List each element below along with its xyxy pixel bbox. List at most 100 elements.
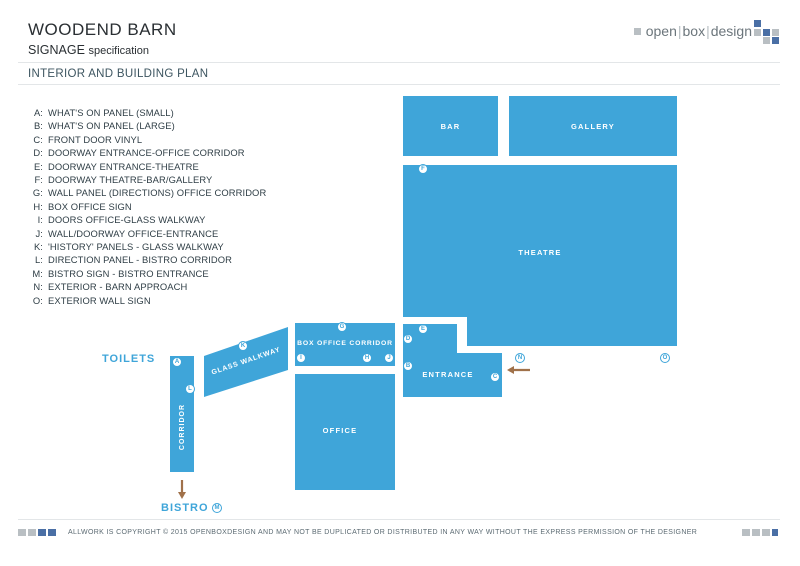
room-theatre-label: THEATRE	[518, 247, 562, 257]
toilets-label: TOILETS	[102, 353, 156, 365]
footer-square-icon	[18, 529, 26, 536]
room-theatre-label-box: THEATRE	[403, 232, 677, 272]
legend-key: B:	[33, 120, 43, 132]
legend-key: I:	[37, 214, 43, 226]
legend-item: J: WALL/DOORWAY OFFICE-ENTRANCE	[28, 227, 266, 240]
legend-text: DOORS OFFICE-GLASS WALKWAY	[48, 214, 206, 226]
legend-key: G:	[32, 187, 43, 199]
legend-item: E: DOORWAY ENTRANCE-THEATRE	[28, 160, 266, 173]
legend-key: K:	[33, 241, 43, 253]
legend-key: O:	[32, 294, 43, 306]
sign-marker-b[interactable]: B	[403, 361, 413, 371]
legend-item: D: DOORWAY ENTRANCE-OFFICE CORRIDOR	[28, 146, 266, 159]
legend-item: K: 'HISTORY' PANELS - GLASS WALKWAY	[28, 240, 266, 253]
legend-key: E:	[33, 160, 43, 172]
brand-separator: |	[677, 23, 682, 39]
sign-marker-n[interactable]: N	[515, 353, 525, 363]
header-divider	[18, 62, 780, 63]
bistro-label: BISTRO	[161, 502, 209, 514]
sign-marker-f[interactable]: F	[418, 164, 428, 174]
legend-item: G: WALL PANEL (DIRECTIONS) OFFICE CORRIDO…	[28, 186, 266, 199]
legend-key: A:	[33, 107, 43, 118]
sign-marker-e[interactable]: E	[418, 324, 428, 334]
legend-text: WHAT'S ON PANEL (SMALL)	[48, 107, 174, 118]
sign-marker-m[interactable]: M	[212, 503, 222, 513]
room-gallery-label: GALLERY	[571, 121, 615, 131]
legend-text: DOORWAY ENTRANCE-THEATRE	[48, 160, 199, 172]
document-title: WOODEND BARN	[28, 20, 177, 39]
legend-key: L:	[34, 254, 43, 266]
brand-separator: |	[706, 23, 710, 39]
legend-key: C:	[33, 133, 43, 145]
room-entrance: ENTRANCE	[412, 366, 484, 382]
legend-item: H: BOX OFFICE SIGN	[28, 200, 266, 213]
room-office: OFFICE	[295, 422, 385, 438]
legend-text: WALL/DOORWAY OFFICE-ENTRANCE	[48, 227, 219, 239]
legend-text: 'HISTORY' PANELS - GLASS WALKWAY	[48, 241, 224, 253]
legend-item: L: DIRECTION PANEL - BISTRO CORRIDOR	[28, 253, 266, 266]
footer-square-icon	[762, 529, 770, 536]
brand-pixel-icon	[754, 20, 779, 44]
brand-design: design	[710, 23, 752, 39]
sign-marker-g[interactable]: G	[337, 322, 347, 332]
room-office-label: OFFICE	[322, 425, 358, 435]
legend-text: DIRECTION PANEL - BISTRO CORRIDOR	[48, 254, 233, 266]
sign-marker-h[interactable]: H	[362, 353, 372, 363]
footer-square-icon	[28, 529, 36, 536]
legend-item: C: FRONT DOOR VINYL	[28, 133, 266, 146]
sign-marker-d[interactable]: D	[403, 334, 413, 344]
room-corridor-label: CORRIDOR	[178, 403, 186, 451]
footer-square-icon	[38, 529, 46, 536]
legend-item: I: DOORS OFFICE-GLASS WALKWAY	[28, 213, 266, 226]
sign-marker-j[interactable]: J	[384, 353, 394, 363]
footer-square-icon	[772, 529, 778, 536]
room-box-office-corridor-label: BOX OFFICE CORRIDOR	[297, 339, 393, 347]
sign-legend: A: WHAT'S ON PANEL (SMALL) B: WHAT'S ON PAN…	[28, 106, 266, 307]
legend-text: BOX OFFICE SIGN	[48, 200, 132, 212]
section-title: INTERIOR AND BUILDING PLAN	[28, 68, 209, 80]
legend-key: H:	[33, 200, 43, 212]
section-divider	[18, 84, 780, 85]
sign-marker-c[interactable]: C	[490, 372, 500, 382]
legend-key: M:	[32, 267, 43, 279]
sign-marker-l[interactable]: L	[185, 384, 195, 394]
brand-open: open	[645, 23, 677, 39]
legend-item: O: EXTERIOR WALL SIGN	[28, 294, 266, 307]
footer-copyright: ALLWORK IS COPYRIGHT © 2015 OPENBOXDESIG…	[68, 529, 698, 536]
room-bar: BAR	[403, 96, 498, 156]
sign-marker-a[interactable]: A	[172, 357, 182, 367]
legend-text: BISTRO SIGN - BISTRO ENTRANCE	[48, 267, 209, 279]
legend-key: D:	[33, 147, 43, 159]
subtitle-main: SIGNAGE	[28, 43, 85, 57]
brand-square-icon	[633, 27, 641, 35]
brand-logo: open | box | design	[633, 23, 752, 39]
sign-marker-k[interactable]: K	[238, 341, 248, 351]
legend-key: N:	[33, 281, 43, 293]
room-corridor: CORRIDOR	[175, 387, 189, 467]
legend-item: A: WHAT'S ON PANEL (SMALL)	[28, 106, 266, 119]
legend-key: F:	[34, 174, 43, 186]
room-bar-label: BAR	[440, 121, 461, 131]
document-subtitle: SIGNAGE specification	[28, 43, 149, 57]
legend-key: J:	[35, 227, 43, 239]
room-entrance-label: ENTRANCE	[422, 369, 474, 379]
room-gallery: GALLERY	[509, 96, 677, 156]
footer-square-icon	[48, 529, 56, 536]
legend-text: WALL PANEL (DIRECTIONS) OFFICE CORRIDOR	[48, 187, 267, 199]
legend-text: DOORWAY ENTRANCE-OFFICE CORRIDOR	[48, 147, 245, 159]
sign-marker-o[interactable]: O	[660, 353, 670, 363]
legend-text: FRONT DOOR VINYL	[48, 133, 143, 145]
legend-text: WHAT'S ON PANEL (LARGE)	[48, 120, 175, 132]
legend-item: F:DOORWAY THEATRE-BAR/GALLERY	[28, 173, 266, 186]
subtitle-small: specification	[88, 45, 149, 57]
legend-item: B: WHAT'S ON PANEL (LARGE)	[28, 119, 266, 132]
legend-item: N: EXTERIOR - BARN APPROACH	[28, 280, 266, 293]
footer-divider	[18, 519, 780, 520]
sign-marker-i[interactable]: I	[296, 353, 306, 363]
legend-text: EXTERIOR WALL SIGN	[48, 294, 151, 306]
footer-square-icon	[752, 529, 760, 536]
legend-text: EXTERIOR - BARN APPROACH	[48, 281, 188, 293]
room-box-office-corridor: BOX OFFICE CORRIDOR	[295, 336, 395, 350]
footer-square-icon	[742, 529, 750, 536]
